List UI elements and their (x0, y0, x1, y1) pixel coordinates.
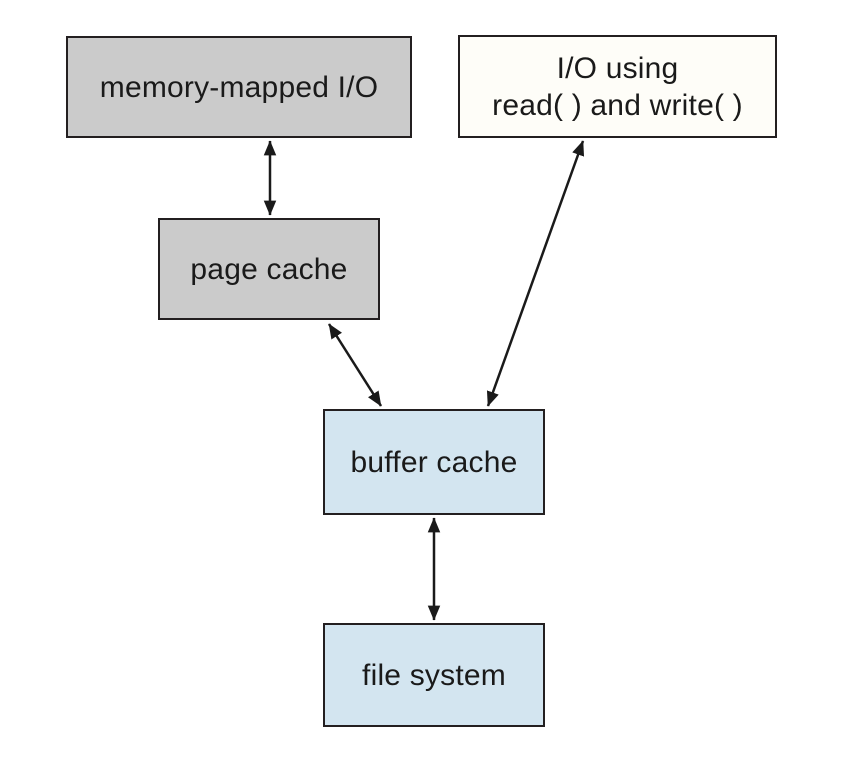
edge-io-read-write-buffer-cache (486, 140, 585, 407)
node-io-read-write: I/O using read( ) and write( ) (458, 35, 777, 138)
node-page-cache-label: page cache (190, 252, 348, 286)
node-buffer-cache: buffer cache (323, 409, 545, 515)
node-file-system-label: file system (362, 658, 506, 692)
node-page-cache: page cache (158, 218, 380, 320)
node-memory-mapped-io-label: memory-mapped I/O (99, 70, 379, 104)
edge-page-cache-buffer-cache (327, 323, 383, 407)
node-file-system: file system (323, 623, 545, 727)
node-io-read-write-label-line2: read( ) and write( ) (492, 88, 743, 122)
node-io-read-write-label-line1: I/O using (556, 51, 679, 85)
node-memory-mapped-io: memory-mapped I/O (66, 36, 412, 138)
node-buffer-cache-label: buffer cache (350, 445, 518, 479)
